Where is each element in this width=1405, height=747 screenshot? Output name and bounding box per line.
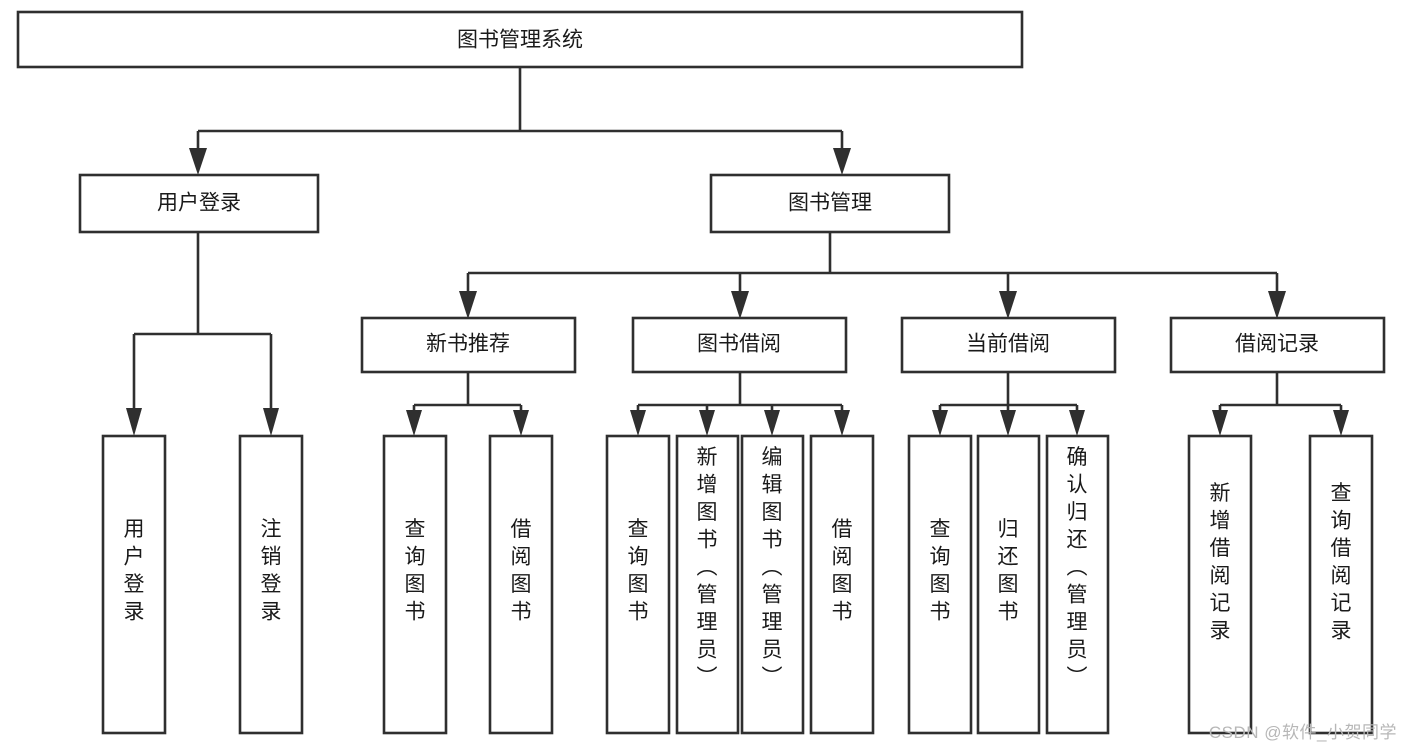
node-leaf-add-book[interactable]: 新增图书︵管理员︶ — [675, 434, 740, 735]
node-book-management-label: 图书管理 — [788, 192, 872, 215]
node-leaf-edit-book[interactable]: 编辑图书︵管理员︶ — [740, 434, 805, 735]
arrowhead-leaf-return-book — [1000, 410, 1016, 436]
node-leaf-user-login-label: 用户登录 — [124, 518, 145, 624]
node-borrow-record-label: 借阅记录 — [1235, 333, 1319, 356]
node-leaf-query-book-3[interactable]: 查询图书 — [907, 434, 973, 735]
node-root[interactable]: 图书管理系统 — [16, 10, 1024, 69]
node-leaf-borrow-book-1-box[interactable] — [488, 434, 554, 735]
arrowhead-user-login — [189, 148, 207, 175]
node-leaf-query-book-1-box[interactable] — [382, 434, 448, 735]
node-borrow-record[interactable]: 借阅记录 — [1169, 316, 1386, 374]
node-leaf-query-book-2[interactable]: 查询图书 — [605, 434, 671, 735]
node-leaf-confirm-return-label: 确认归还︵管理员︶ — [1067, 446, 1088, 689]
node-leaf-query-book-3-box[interactable] — [907, 434, 973, 735]
arrowhead-leaf-user-login — [126, 408, 142, 436]
node-current-borrow-label: 当前借阅 — [966, 333, 1050, 356]
node-user-login-box[interactable] — [78, 173, 320, 234]
arrowhead-leaf-query-book-1 — [406, 410, 422, 436]
arrowhead-leaf-query-book-3 — [932, 410, 948, 436]
arrowhead-leaf-add-record — [1212, 410, 1228, 436]
arrowhead-leaf-query-record — [1333, 410, 1349, 436]
node-leaf-logout[interactable]: 注销登录 — [238, 434, 304, 735]
node-leaf-confirm-return-box[interactable] — [1045, 434, 1110, 735]
node-leaf-query-book-2-box[interactable] — [605, 434, 671, 735]
node-leaf-return-book-label: 归还图书 — [998, 518, 1019, 624]
node-user-login[interactable]: 用户登录 — [78, 173, 320, 234]
node-leaf-borrow-book-1-label: 借阅图书 — [511, 518, 532, 624]
node-leaf-return-book-box[interactable] — [976, 434, 1041, 735]
node-leaf-edit-book-label: 编辑图书︵管理员︶ — [762, 446, 783, 689]
node-leaf-query-record[interactable]: 查询借阅记录 — [1308, 434, 1374, 735]
arrowhead-leaf-borrow-book-2 — [834, 410, 850, 436]
arrowhead-leaf-edit-book — [764, 410, 780, 436]
node-leaf-user-login-box[interactable] — [101, 434, 167, 735]
node-leaf-query-book-2-label: 查询图书 — [628, 518, 649, 624]
arrowhead-leaf-add-book — [699, 410, 715, 436]
node-new-book-recommend-box[interactable] — [360, 316, 577, 374]
node-leaf-add-book-label: 新增图书︵管理员︶ — [697, 446, 718, 689]
node-current-borrow[interactable]: 当前借阅 — [900, 316, 1117, 374]
node-leaf-return-book[interactable]: 归还图书 — [976, 434, 1041, 735]
node-leaf-add-book-box[interactable] — [675, 434, 740, 735]
arrowhead-book-management — [833, 148, 851, 175]
node-leaf-logout-box[interactable] — [238, 434, 304, 735]
arrowhead-leaf-borrow-book-1 — [513, 410, 529, 436]
arrowhead-new-book-recommend — [459, 291, 477, 319]
csdn-watermark: CSDN @软件_小贺同学 — [1208, 723, 1397, 742]
arrowhead-leaf-confirm-return — [1069, 410, 1085, 436]
arrowhead-borrow-record — [1268, 291, 1286, 319]
node-leaf-add-record-label: 新增借阅记录 — [1210, 482, 1231, 643]
node-leaf-query-book-3-label: 查询图书 — [930, 518, 951, 624]
node-leaf-add-record[interactable]: 新增借阅记录 — [1187, 434, 1253, 735]
node-leaf-borrow-book-2-box[interactable] — [809, 434, 875, 735]
node-leaf-edit-book-box[interactable] — [740, 434, 805, 735]
node-leaf-user-login[interactable]: 用户登录 — [101, 434, 167, 735]
node-leaf-query-book-1-label: 查询图书 — [405, 518, 426, 624]
node-leaf-logout-label: 注销登录 — [261, 518, 282, 624]
node-leaf-query-book-1[interactable]: 查询图书 — [382, 434, 448, 735]
node-book-borrow-box[interactable] — [631, 316, 848, 374]
leaf-nodes-layer: 用户登录 注销登录 查询图书 借阅图书 查询图书 新增图书︵管理员︶ — [101, 434, 1374, 735]
node-new-book-recommend[interactable]: 新书推荐 — [360, 316, 577, 374]
node-book-borrow[interactable]: 图书借阅 — [631, 316, 848, 374]
arrowhead-leaf-query-book-2 — [630, 410, 646, 436]
node-current-borrow-box[interactable] — [900, 316, 1117, 374]
node-borrow-record-box[interactable] — [1169, 316, 1386, 374]
node-leaf-confirm-return[interactable]: 确认归还︵管理员︶ — [1045, 434, 1110, 735]
node-leaf-query-record-box[interactable] — [1308, 434, 1374, 735]
node-leaf-borrow-book-1[interactable]: 借阅图书 — [488, 434, 554, 735]
node-book-borrow-label: 图书借阅 — [697, 333, 781, 356]
node-user-login-label: 用户登录 — [157, 192, 241, 215]
arrowhead-current-borrow — [999, 291, 1017, 319]
node-root-box[interactable] — [16, 10, 1024, 69]
node-leaf-borrow-book-2-label: 借阅图书 — [832, 518, 853, 624]
node-book-management-box[interactable] — [709, 173, 951, 234]
arrowhead-book-borrow — [731, 291, 749, 319]
node-new-book-recommend-label: 新书推荐 — [426, 333, 510, 356]
node-leaf-query-record-label: 查询借阅记录 — [1331, 482, 1352, 643]
connector-layer — [126, 67, 1349, 436]
node-leaf-add-record-box[interactable] — [1187, 434, 1253, 735]
arrowhead-leaf-logout — [263, 408, 279, 436]
node-book-management[interactable]: 图书管理 — [709, 173, 951, 234]
node-root-label: 图书管理系统 — [457, 29, 583, 52]
node-leaf-borrow-book-2[interactable]: 借阅图书 — [809, 434, 875, 735]
